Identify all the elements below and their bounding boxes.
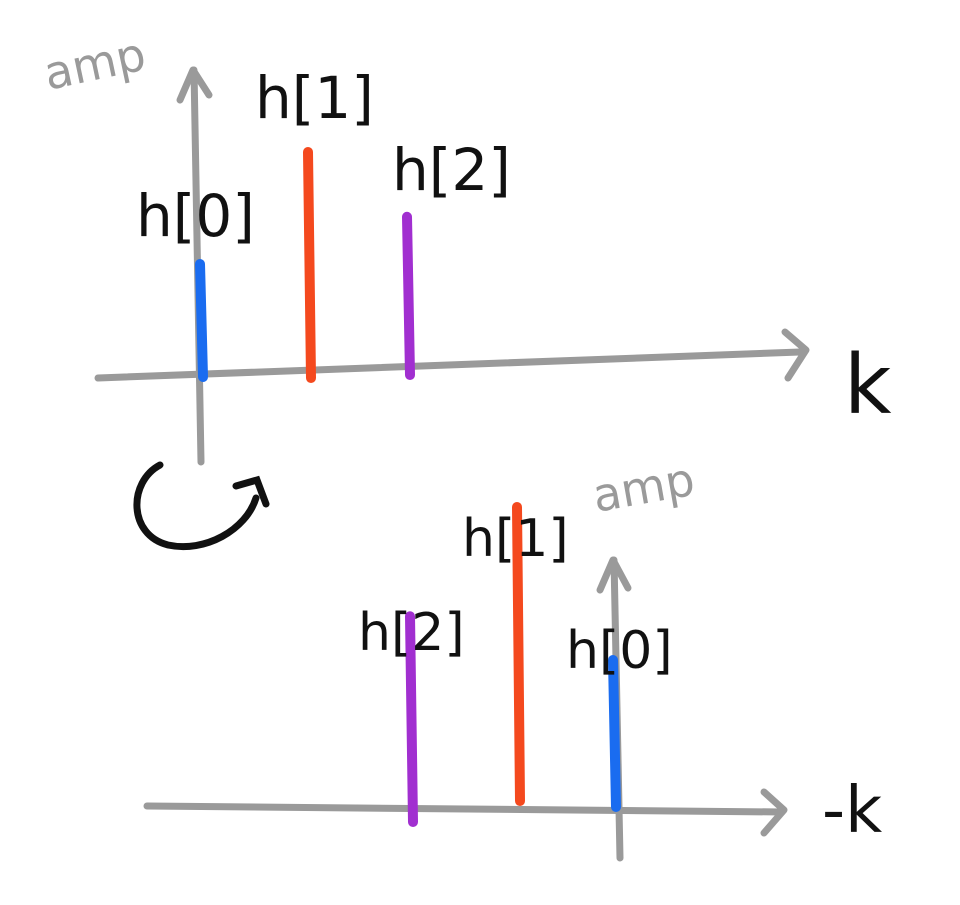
stem-label-0-0: h[0] xyxy=(136,182,255,250)
stem-1-1 xyxy=(512,502,525,806)
stem-label-1-0: h[2] xyxy=(358,603,465,663)
rotate-arrow-icon xyxy=(133,461,270,550)
top-x-arrowhead xyxy=(781,328,810,382)
top-plot: amp k h[0]h[1] h[2] xyxy=(39,27,892,466)
stem-label-0-1: h[1] xyxy=(255,64,374,132)
top-x-axis xyxy=(94,348,804,382)
top-ylabel: amp xyxy=(39,27,150,101)
stem-0-2 xyxy=(402,211,415,380)
bottom-y-arrowhead xyxy=(596,556,632,594)
stem-label-1-1: h[1] xyxy=(462,509,569,569)
bottom-x-arrowhead xyxy=(760,788,788,837)
top-y-arrowhead xyxy=(176,66,213,104)
stem-label-0-2: h[2] xyxy=(392,136,511,204)
stem-0-1 xyxy=(303,147,316,383)
stem-0-0 xyxy=(195,259,208,382)
bottom-ylabel: amp xyxy=(589,452,699,523)
top-xlabel: k xyxy=(844,338,892,433)
bottom-xlabel: -k xyxy=(822,774,882,848)
bottom-x-axis xyxy=(143,802,786,816)
bottom-plot: amp -k h[2] h[1] h[0] xyxy=(143,452,882,862)
stem-1-0 xyxy=(405,611,418,827)
stem-1-2 xyxy=(608,655,621,812)
stem-label-1-2: h[0] xyxy=(566,621,673,681)
